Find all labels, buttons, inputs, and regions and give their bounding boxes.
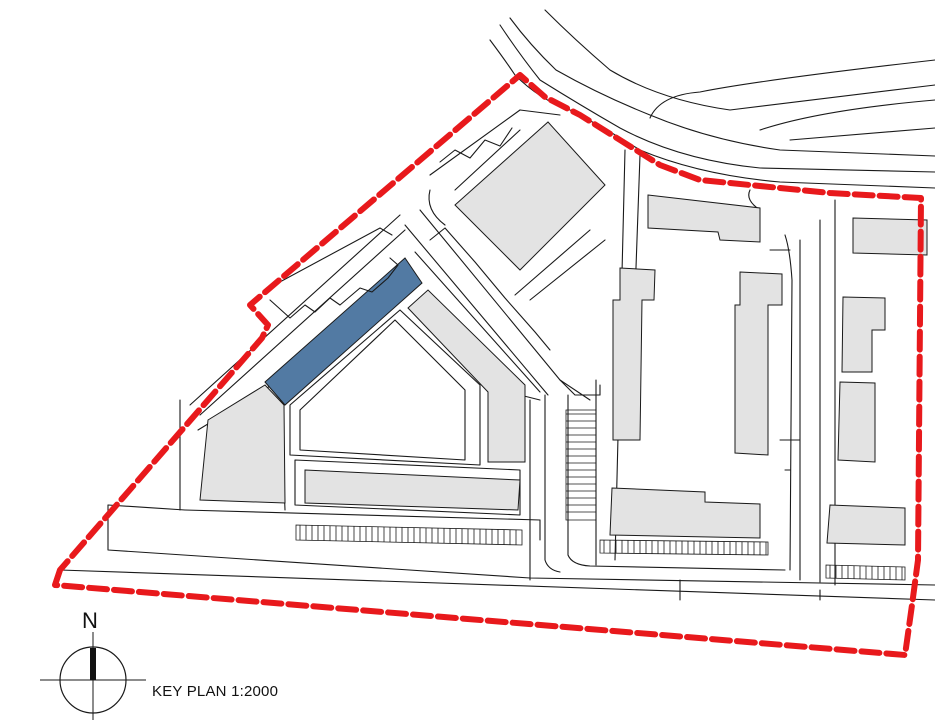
building-top-row-2 [852,217,928,256]
north-arrow [40,632,146,720]
scale-label: KEY PLAN 1:2000 [152,683,279,700]
building-courtyard-south [304,469,521,511]
building-top-row-1 [647,194,761,243]
frontage-steps [264,127,551,393]
curved-road-lines [489,9,935,189]
building-north-block [454,121,606,271]
highlighted-building [264,257,423,406]
building-east-column-1 [841,296,886,373]
building-west-slab [612,267,656,441]
building-southwest [199,384,286,504]
building-courtyard-east [407,289,526,463]
building-east-column-2 [837,381,876,463]
building-south-row-2 [826,504,906,546]
north-label: N [82,608,98,633]
building-east-slab [734,271,783,456]
site-boundary [52,72,924,658]
building-south-row-1 [609,487,761,539]
parking-hatch-lines [299,413,903,580]
buildings [199,121,928,546]
